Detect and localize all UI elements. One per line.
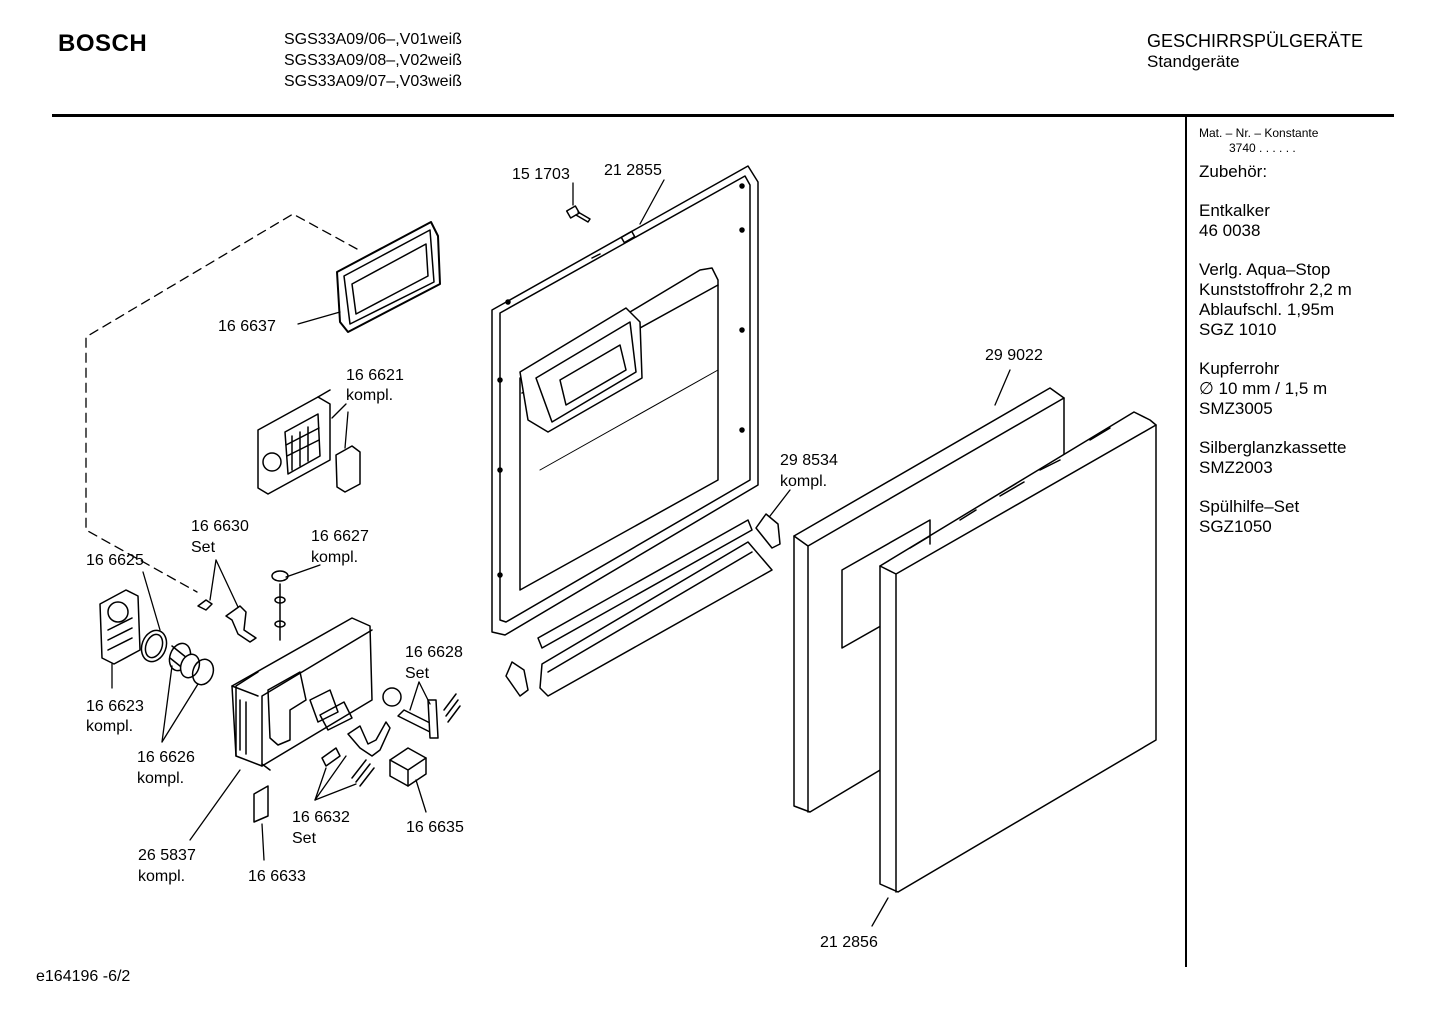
accessory-line: Spülhilfe–Set (1199, 497, 1300, 516)
dispenser-cover (257, 389, 331, 495)
part-label-166630: 16 6630 (191, 518, 249, 535)
part-label-166637: 16 6637 (218, 318, 276, 335)
part-label-166632-suffix: Set (292, 830, 317, 847)
o-ring (140, 629, 168, 663)
door-lock-housing (231, 617, 373, 771)
assembly-guide-line (85, 213, 358, 593)
part-label-166628-suffix: Set (405, 665, 430, 682)
part-label-299022: 29 9022 (985, 347, 1043, 364)
accessory-line: SGZ 1010 (1199, 320, 1277, 339)
accessory-line: Silberglanzkassette (1199, 438, 1347, 457)
screw-part (565, 205, 591, 223)
label-tag (253, 785, 269, 823)
model-line-1: SGS33A09/06–,V01weiß (284, 31, 462, 48)
part-label-166635: 16 6635 (406, 819, 464, 836)
material-number-value: 3740 . . . . . . (1229, 141, 1296, 155)
model-line-2: SGS33A09/08–,V02weiß (284, 52, 462, 69)
accessories-title: Zubehör: (1199, 162, 1268, 181)
part-label-265837: 26 5837 (138, 847, 196, 864)
accessories-panel: Mat. – Nr. – Konstante 3740 . . . . . . … (1199, 126, 1389, 537)
accessory-line: SMZ2003 (1199, 458, 1273, 477)
accessory-line: Kunststoffrohr 2,2 m (1199, 280, 1352, 299)
accessory-line: 46 0038 (1199, 221, 1261, 240)
accessory-silberglanz: Silberglanzkassette SMZ2003 (1199, 438, 1389, 478)
part-label-166626-suffix: kompl. (137, 770, 184, 787)
part-label-166623: 16 6623 (86, 698, 144, 715)
part-label-212855: 21 2855 (604, 162, 662, 179)
accessory-kupferrohr: Kupferrohr ∅ 10 mm / 1,5 m SMZ3005 (1199, 359, 1389, 419)
part-label-298534-suffix: kompl. (780, 473, 827, 490)
drawing-code: e164196 -6/2 (36, 968, 131, 985)
accessory-aqua-stop: Verlg. Aqua–Stop Kunststoffrohr 2,2 m Ab… (1199, 260, 1389, 340)
plunger (271, 570, 289, 641)
part-label-166626: 16 6626 (137, 749, 195, 766)
hinge-end-cap-left (505, 661, 529, 697)
spring (443, 693, 461, 723)
gasket-frame (336, 221, 441, 333)
sidebar-divider (1185, 117, 1187, 967)
part-label-166623-suffix: kompl. (86, 718, 133, 735)
latch-slide (397, 699, 439, 739)
header-divider (52, 114, 1394, 117)
accessory-spuelhilfe: Spülhilfe–Set SGZ1050 (1199, 497, 1389, 537)
part-label-298534: 29 8534 (780, 452, 838, 469)
micro-switch (389, 747, 427, 787)
accessory-line: Verlg. Aqua–Stop (1199, 260, 1331, 279)
accessory-line: Ablaufschl. 1,95m (1199, 300, 1335, 319)
handle-cover (99, 589, 141, 665)
accessory-line: SGZ1050 (1199, 517, 1272, 536)
inner-door-panel (491, 165, 759, 636)
part-label-151703: 15 1703 (512, 166, 570, 183)
part-label-166632: 16 6632 (292, 809, 350, 826)
hinge-end-cap-right (755, 513, 781, 549)
part-label-166628: 16 6628 (405, 644, 463, 661)
material-number-label: Mat. – Nr. – Konstante (1199, 126, 1319, 140)
ball-part (382, 687, 402, 707)
door-trim-strip (537, 519, 773, 697)
part-label-166621-suffix: kompl. (346, 387, 393, 404)
spring-lever (197, 599, 257, 643)
sealing-pad (335, 445, 361, 493)
accessory-line: Entkalker (1199, 201, 1270, 220)
outer-door-panel (879, 411, 1157, 893)
part-label-166625: 16 6625 (86, 552, 144, 569)
subcategory-title: Standgeräte (1147, 52, 1240, 71)
leader-lines (111, 179, 1011, 927)
lever-parts (321, 721, 391, 787)
accessory-line: Kupferrohr (1199, 359, 1280, 378)
part-label-212856: 21 2856 (820, 934, 878, 951)
brand-logo: BOSCH (58, 30, 148, 57)
part-label-265837-suffix: kompl. (138, 868, 185, 885)
part-label-166630-suffix: Set (191, 539, 216, 556)
category-title: GESCHIRRSPÜLGERÄTE (1147, 31, 1364, 51)
part-label-166633: 16 6633 (248, 868, 306, 885)
part-label-166627-suffix: kompl. (311, 549, 358, 566)
part-label-166627: 16 6627 (311, 528, 369, 545)
accessory-entkalker: Entkalker 46 0038 (1199, 201, 1389, 241)
accessory-line: SMZ3005 (1199, 399, 1273, 418)
lock-cylinder (168, 642, 201, 679)
model-line-3: SGS33A09/07–,V03weiß (284, 73, 462, 90)
part-label-166621: 16 6621 (346, 367, 404, 384)
part-labels: 15 1703 21 2855 16 6637 16 6621 kompl. 2… (86, 162, 1043, 951)
accessory-line: ∅ 10 mm / 1,5 m (1199, 379, 1328, 398)
